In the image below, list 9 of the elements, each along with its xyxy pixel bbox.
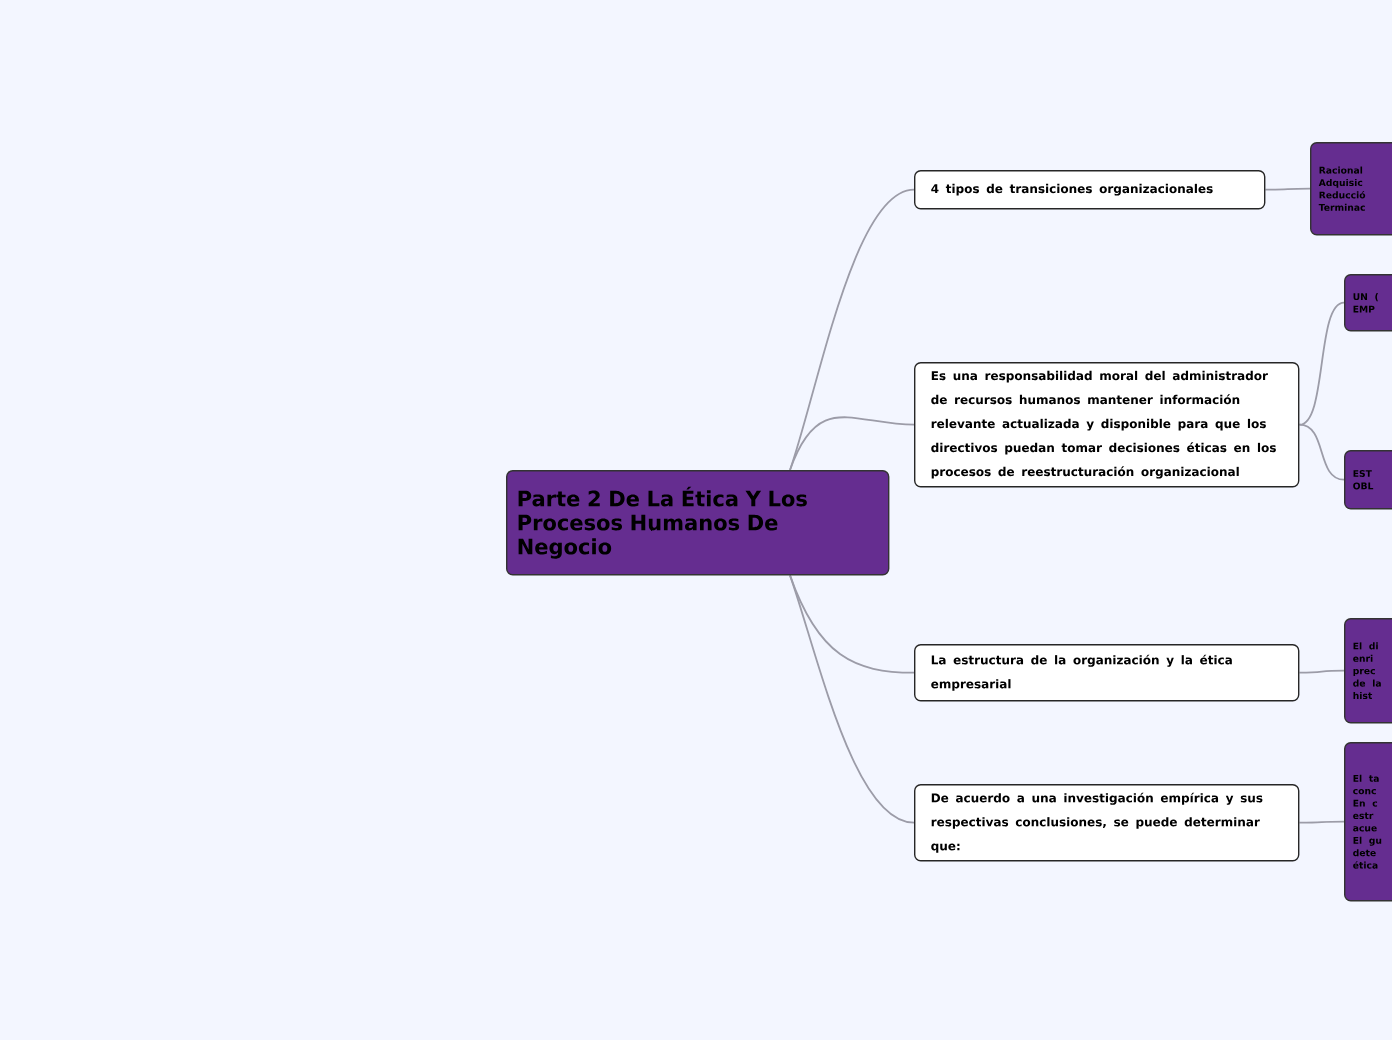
main-topic-box: Parte 2 De La Ética Y Los Procesos Humanos De Negocio	[506, 470, 890, 576]
connector-line	[1298, 423, 1345, 481]
connector-line	[1298, 301, 1345, 426]
connector-line	[789, 416, 915, 471]
connector-line	[1298, 669, 1345, 674]
connector-line	[789, 574, 915, 824]
connector-line	[1264, 187, 1311, 191]
connector-line	[1298, 820, 1345, 824]
connector-line	[789, 574, 915, 674]
